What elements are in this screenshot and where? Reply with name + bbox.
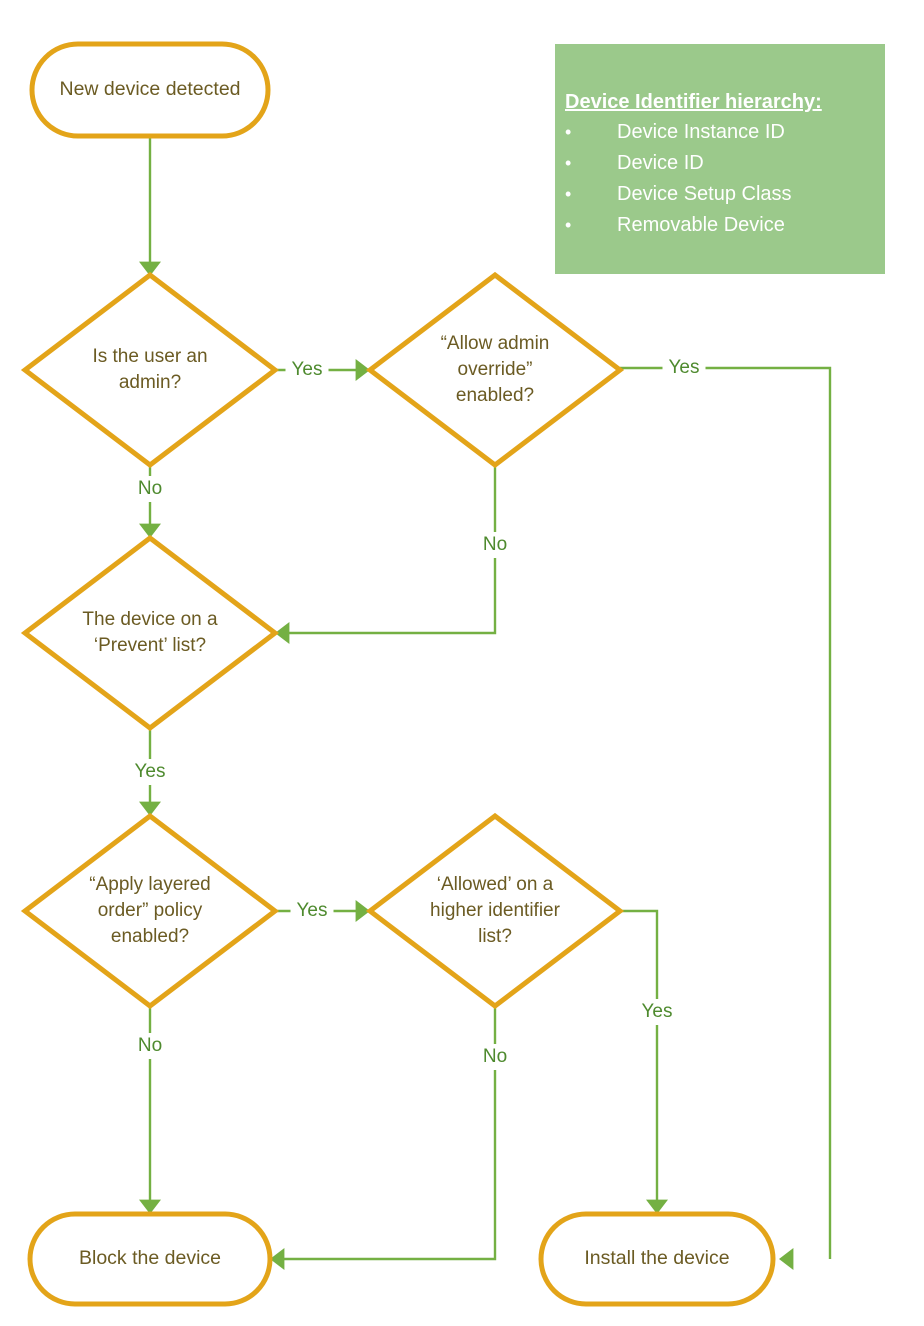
- node-label: enabled?: [111, 926, 189, 947]
- edge-label: No: [138, 1035, 162, 1056]
- node-layered-order: “Apply layered order” policy enabled?: [20, 812, 280, 1010]
- node-label: order” policy: [98, 900, 203, 921]
- node-label: Is the user an: [92, 346, 207, 367]
- decision-shape: [365, 812, 625, 1010]
- edge-label: No: [138, 478, 162, 499]
- arrowhead-icon: [646, 1199, 668, 1214]
- node-label: “Apply layered: [89, 874, 210, 895]
- edge-start-to-is-admin: [139, 136, 161, 276]
- edge-path: [276, 1006, 497, 1261]
- arrowhead-icon: [270, 1248, 285, 1270]
- arrowhead-icon: [275, 622, 290, 644]
- decision-shape: [20, 534, 280, 732]
- arrowhead-icon: [139, 1199, 161, 1214]
- decision-shape: [20, 812, 280, 1010]
- edge-label: Yes: [642, 1001, 673, 1022]
- node-label: Install the device: [584, 1247, 729, 1269]
- edge-label-backdrop: [134, 476, 166, 502]
- node-is-admin: Is the user an admin?: [20, 271, 280, 469]
- edge-path: [620, 366, 832, 1259]
- node-label: override”: [458, 359, 533, 380]
- legend-item: • Removable Device: [565, 210, 885, 241]
- node-label: New device detected: [59, 78, 240, 100]
- edge-label-backdrop: [479, 532, 511, 558]
- node-label: admin?: [119, 372, 181, 393]
- edge-label: No: [483, 1046, 507, 1067]
- legend-item-label: Device ID: [617, 152, 704, 174]
- legend-item: • Device ID: [565, 148, 885, 179]
- edge-allowed-no: [270, 1006, 497, 1270]
- legend-title: Device Identifier hierarchy:: [565, 91, 822, 113]
- node-install-device: Install the device: [538, 1211, 776, 1307]
- node-label: The device on a: [82, 609, 218, 630]
- edge-override-yes: [620, 366, 832, 1270]
- node-label: list?: [478, 926, 512, 947]
- arrowhead-icon: [139, 801, 161, 816]
- edge-allowed-yes: [620, 909, 668, 1214]
- node-label: ‘Prevent’ list?: [94, 635, 206, 656]
- bullet-icon: •: [565, 153, 572, 173]
- terminator-shape: [29, 41, 271, 139]
- legend-item: • Device Instance ID: [565, 117, 885, 148]
- arrowhead-icon: [779, 1248, 794, 1270]
- bullet-icon: •: [565, 184, 572, 204]
- edge-label-backdrop: [285, 357, 329, 383]
- edge-label-backdrop: [635, 999, 679, 1025]
- node-block-device: Block the device: [27, 1211, 273, 1307]
- node-label: ‘Allowed’ on a: [437, 874, 554, 895]
- edge-override-no: [275, 465, 497, 644]
- decision-shape: [20, 271, 280, 469]
- node-prevent-list: The device on a ‘Prevent’ list?: [20, 534, 280, 732]
- edge-label: Yes: [297, 900, 328, 921]
- terminator-shape: [538, 1211, 776, 1307]
- decision-shape: [365, 271, 625, 469]
- arrowhead-icon: [139, 523, 161, 538]
- node-label: enabled?: [456, 385, 534, 406]
- edge-label: Yes: [135, 761, 166, 782]
- node-start: New device detected: [29, 41, 271, 139]
- legend-item-label: Removable Device: [617, 214, 785, 236]
- arrowhead-icon: [355, 359, 370, 381]
- node-label: “Allow admin: [441, 333, 550, 354]
- arrowhead-icon: [139, 261, 161, 276]
- bullet-icon: •: [565, 215, 572, 235]
- edge-path: [620, 909, 659, 1208]
- edge-label-backdrop: [134, 1033, 166, 1059]
- node-allowed-higher: ‘Allowed’ on a higher identifier list?: [365, 812, 625, 1010]
- edge-label: No: [483, 534, 507, 555]
- edge-label-backdrop: [479, 1044, 511, 1070]
- edge-label-backdrop: [290, 898, 334, 924]
- device-identifier-hierarchy-legend: Device Identifier hierarchy: • Device Ins…: [555, 44, 885, 274]
- node-label: higher identifier: [430, 900, 561, 921]
- bullet-icon: •: [565, 122, 572, 142]
- nodes-layer: New device detected Is the user an admin? “…: [20, 41, 776, 1307]
- legend-item: • Device Setup Class: [565, 179, 885, 210]
- terminator-shape: [27, 1211, 273, 1307]
- legend-item-label: Device Instance ID: [617, 121, 785, 143]
- edge-path: [281, 465, 497, 635]
- node-allow-admin-override: “Allow admin override” enabled?: [365, 271, 625, 469]
- legend-item-label: Device Setup Class: [617, 183, 792, 205]
- node-label: Block the device: [79, 1247, 221, 1269]
- edge-label: Yes: [669, 357, 700, 378]
- legend-list: • Device Instance ID • Device ID • Device Set…: [565, 117, 885, 241]
- edge-label-backdrop: [662, 355, 706, 381]
- edge-label: Yes: [292, 359, 323, 380]
- edge-label-backdrop: [128, 759, 172, 785]
- arrowhead-icon: [355, 900, 370, 922]
